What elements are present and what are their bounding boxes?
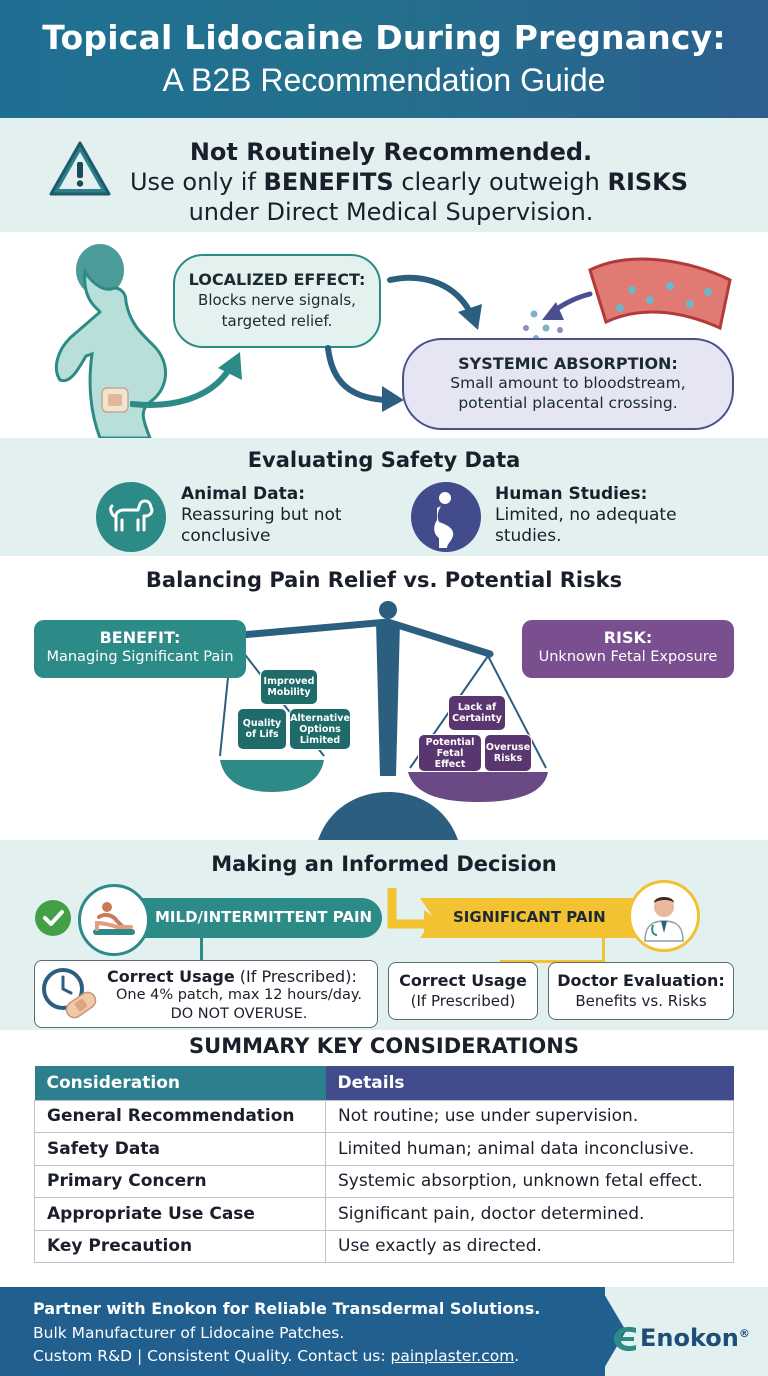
arrow-to-local-icon bbox=[130, 352, 242, 408]
animal-dog-icon bbox=[96, 482, 166, 552]
benefit-block-mobility: Improved Mobility bbox=[260, 669, 318, 705]
safety-data-section: Evaluating Safety Data Animal Data:Reass… bbox=[0, 438, 768, 556]
doctor-evaluation-box: Doctor Evaluation: Benefits vs. Risks bbox=[548, 962, 734, 1020]
significant-connector-h bbox=[500, 960, 605, 963]
safety-title: Evaluating Safety Data bbox=[247, 448, 521, 472]
footer-band bbox=[0, 1287, 605, 1376]
mechanism-section: LOCALIZED EFFECT: Blocks nerve signals, … bbox=[0, 232, 768, 438]
header-banner: Topical Lidocaine During Pregnancy: A B2… bbox=[0, 0, 768, 118]
risk-block-overuse: Overuse Risks bbox=[484, 734, 532, 772]
arrow-down-right-icon bbox=[325, 345, 404, 412]
warning-triangle-icon bbox=[49, 141, 111, 196]
footer-contact: Custom R&D | Consistent Quality. Contact… bbox=[33, 1347, 520, 1365]
clock-icon bbox=[42, 968, 84, 1010]
column-header-consideration: Consideration bbox=[34, 1066, 326, 1100]
balance-title: Balancing Pain Relief vs. Potential Risk… bbox=[145, 568, 623, 592]
warning-section: Not Routinely Recommended. Use only if B… bbox=[0, 118, 768, 232]
footer-subline: Bulk Manufacturer of Lidocaine Patches. bbox=[33, 1324, 345, 1342]
significant-pain-bar bbox=[420, 898, 650, 938]
scale-illustration bbox=[219, 601, 548, 840]
benefit-label: BENEFIT: Managing Significant Pain bbox=[34, 620, 246, 678]
summary-title: SUMMARY KEY CONSIDERATIONS bbox=[189, 1034, 579, 1058]
localized-effect-bubble: LOCALIZED EFFECT: Blocks nerve signals, … bbox=[173, 254, 381, 348]
benefit-block-quality: Quality of Lifs bbox=[237, 708, 287, 750]
risk-block-certainty: Lack af Certainty bbox=[448, 695, 506, 731]
warning-supervision: under Direct Medical Supervision. bbox=[188, 198, 594, 226]
blood-vessel-illustration bbox=[523, 257, 732, 340]
risk-block-fetal: Potential Fetal Effect bbox=[418, 734, 482, 772]
footer: Partner with Enokon for Reliable Transde… bbox=[0, 1287, 768, 1376]
column-header-details: Details bbox=[325, 1066, 734, 1100]
page-title: Topical Lidocaine During Pregnancy: bbox=[42, 18, 726, 57]
pregnant-silhouette-icon bbox=[411, 482, 481, 552]
enokon-logo-icon bbox=[614, 1326, 636, 1352]
massage-icon bbox=[78, 884, 150, 956]
summary-table: Consideration Details General Recommenda… bbox=[34, 1066, 734, 1263]
significant-pain-label: SIGNIFICANT PAIN bbox=[453, 908, 606, 926]
correct-usage-detailed-box: Correct Usage (If Prescribed): One 4% pa… bbox=[34, 960, 378, 1028]
check-icon bbox=[35, 900, 71, 936]
systemic-absorption-bubble: SYSTEMIC ABSORPTION: Small amount to blo… bbox=[402, 338, 734, 430]
pregnant-woman-illustration bbox=[54, 244, 167, 438]
correct-usage-box: Correct Usage (If Prescribed) bbox=[388, 962, 538, 1020]
doctor-icon bbox=[628, 880, 700, 952]
table-header-row: Consideration Details bbox=[34, 1066, 734, 1100]
decision-section: Making an Informed Decision MILD/INTERMI… bbox=[0, 840, 768, 1030]
mild-pain-bar bbox=[120, 898, 382, 938]
balance-section: Balancing Pain Relief vs. Potential Risk… bbox=[0, 556, 768, 840]
decision-title: Making an Informed Decision bbox=[211, 852, 557, 876]
significant-connector bbox=[602, 938, 605, 962]
bandage-icon bbox=[65, 991, 97, 1019]
enokon-logo-text: Enokon® bbox=[640, 1324, 750, 1352]
arrow-curve-icon bbox=[387, 274, 482, 330]
enokon-logo: Enokon® bbox=[612, 1322, 762, 1356]
warning-condition: Use only if BENEFITS clearly outweigh RI… bbox=[129, 168, 689, 196]
contact-link[interactable]: painplaster.com bbox=[390, 1347, 515, 1365]
mild-connector bbox=[200, 938, 203, 960]
warning-headline: Not Routinely Recommended. bbox=[189, 138, 593, 166]
footer-headline: Partner with Enokon for Reliable Transde… bbox=[33, 1299, 541, 1318]
page-subtitle: A B2B Recommendation Guide bbox=[162, 62, 606, 98]
risk-label: RISK: Unknown Fetal Exposure bbox=[522, 620, 734, 678]
benefit-block-alternative: Alternative Options Limited bbox=[289, 708, 351, 750]
mild-pain-label: MILD/INTERMITTENT PAIN bbox=[155, 908, 373, 926]
